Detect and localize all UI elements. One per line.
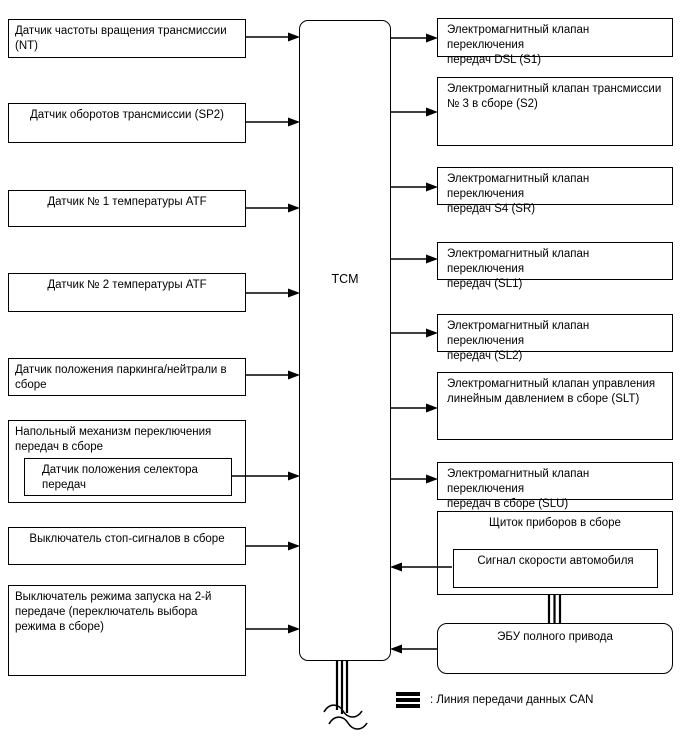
input-box-shift-position-sensor: Датчик положения селектора передач: [24, 458, 232, 496]
tcm-label: TCM: [331, 272, 359, 286]
output-arrows: [391, 33, 438, 484]
output-box-solenoid-s2: Электромагнитный клапан трансмиссии № 3 …: [437, 77, 673, 146]
can-line-icon: [396, 691, 420, 709]
output-sub-label: Сигнал скорости автомобиля: [477, 555, 634, 567]
output-box-solenoid-sl1: Электромагнитный клапан переключения пер…: [437, 242, 673, 290]
input-label: Датчик оборотов трансмиссии (SP2): [29, 109, 225, 121]
input-label: Выключатель режима запуска на 2-й переда…: [15, 591, 212, 633]
box-instrument-cluster: Щиток приборов в сборе Сигнал скорости а…: [437, 511, 673, 595]
input-box-2nd-start-mode-switch: Выключатель режима запуска на 2-й переда…: [8, 585, 246, 676]
input-label: Датчик частоты вращения трансмиссии (NT): [15, 25, 227, 52]
input-box-transmission-rev-sp2: Датчик оборотов трансмиссии (SP2): [8, 103, 246, 143]
output-label: Электромагнитный клапан переключения пер…: [447, 320, 590, 362]
input-label: Выключатель стоп-сигналов в сборе: [29, 533, 225, 545]
tcm-box: TCM: [299, 20, 391, 661]
output-label: Электромагнитный клапан трансмиссии № 3 …: [447, 83, 662, 110]
can-legend-text: : Линия передачи данных CAN: [430, 694, 594, 706]
input-box-atf-temp-sensor-1: Датчик № 1 температуры ATF: [8, 190, 246, 227]
output-label: Электромагнитный клапан переключения пер…: [447, 468, 590, 510]
output-box-solenoid-sl2: Электромагнитный клапан переключения пер…: [437, 314, 673, 362]
box-4wd-ecu: ЭБУ полного привода: [437, 623, 673, 674]
output-label: ЭБУ полного привода: [497, 631, 613, 643]
input-box-floor-shift-assembly: Напольный механизм переключения передач …: [8, 420, 246, 503]
output-label: Электромагнитный клапан переключения пер…: [447, 248, 590, 290]
break-symbol: [323, 704, 368, 730]
output-label: Электромагнитный клапан управления линей…: [447, 378, 656, 405]
output-box-solenoid-s1: Электромагнитный клапан переключения пер…: [437, 18, 673, 66]
output-label: Щиток приборов в сборе: [489, 517, 621, 529]
input-label: Датчик № 1 температуры ATF: [47, 196, 207, 208]
input-label: Датчик № 2 температуры ATF: [47, 279, 207, 291]
input-label: Напольный механизм переключения передач …: [15, 426, 212, 453]
output-box-solenoid-slu: Электромагнитный клапан переключения пер…: [437, 462, 673, 510]
input-sub-label: Датчик положения селектора передач: [42, 464, 198, 491]
box-vehicle-speed-signal: Сигнал скорости автомобиля: [453, 549, 658, 588]
output-label: Электромагнитный клапан переключения пер…: [447, 24, 590, 66]
output-label: Электромагнитный клапан переключения пер…: [447, 173, 590, 215]
input-box-stop-lamp-switch: Выключатель стоп-сигналов в сборе: [8, 527, 246, 565]
output-box-solenoid-sr: Электромагнитный клапан переключения пер…: [437, 167, 673, 215]
input-box-atf-temp-sensor-2: Датчик № 2 температуры ATF: [8, 273, 246, 312]
output-box-solenoid-slt: Электромагнитный клапан управления линей…: [437, 372, 673, 440]
input-box-park-neutral-position-switch: Датчик положения паркинга/нейтрали в сбо…: [8, 358, 246, 396]
input-label: Датчик положения паркинга/нейтрали в сбо…: [15, 364, 227, 391]
input-box-transmission-speed-nt: Датчик частоты вращения трансмиссии (NT): [8, 19, 246, 58]
can-legend: : Линия передачи данных CAN: [396, 691, 593, 709]
